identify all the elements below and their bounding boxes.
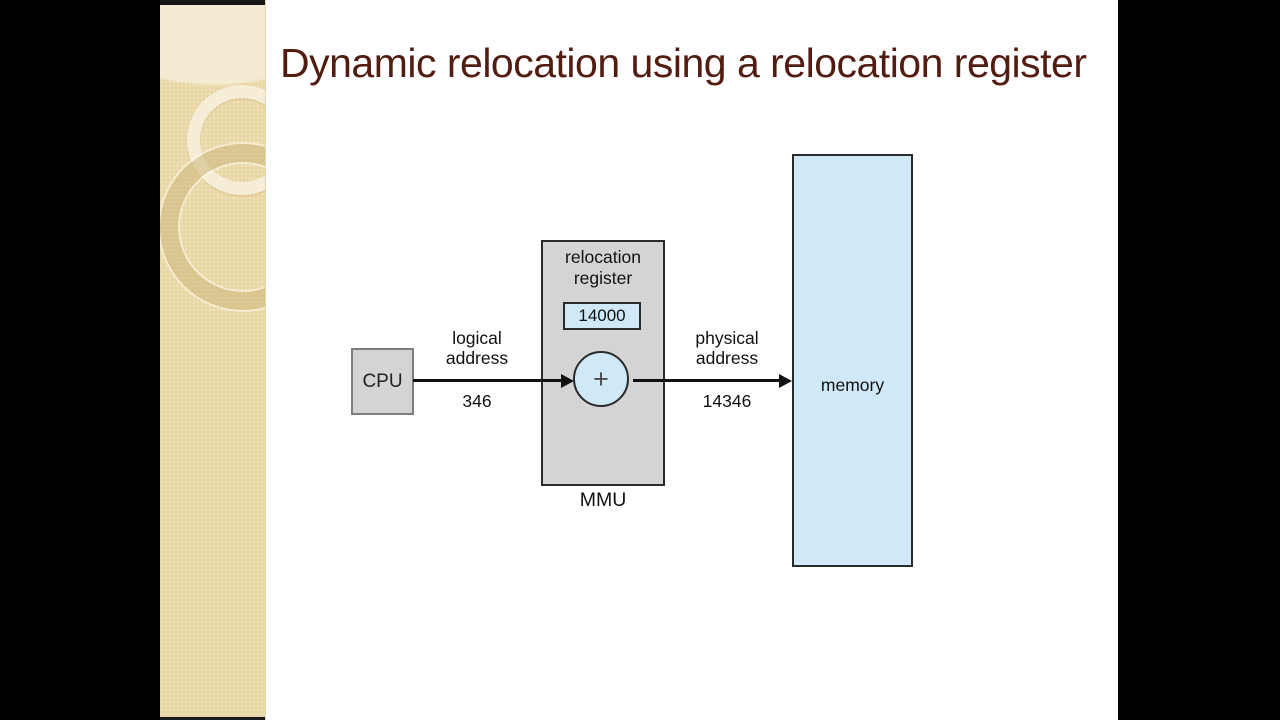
relocation-register-line2: register [573,268,633,288]
cpu-box: CPU [351,348,414,415]
slide: Dynamic relocation using a relocation re… [160,0,1118,720]
arrowhead-right-icon [779,374,792,388]
letterbox-bottom-edge [160,717,265,720]
adder-circle: + [573,351,629,407]
relocation-register-line1: relocation [565,247,641,267]
relocation-register-value-box: 14000 [563,302,641,330]
memory-label: memory [820,375,885,395]
relocation-register-label: relocation register [541,247,665,289]
logical-address-label: logical address [412,328,542,368]
physical-address-label: physical address [662,328,792,368]
physical-address-value: 14346 [702,391,752,411]
relocation-register-value: 14000 [578,306,626,325]
physical-address-arrow [633,379,781,382]
letterbox-top-edge [160,0,265,5]
cpu-label: CPU [362,370,403,392]
arrowhead-right-icon [561,374,574,388]
logical-address-value: 346 [462,391,492,411]
logical-address-arrow [413,379,563,382]
mmu-caption: MMU [579,489,627,511]
physical-address-line1: physical [695,328,759,348]
relocation-diagram: CPU logical address 346 relocation regis… [160,0,1118,720]
decorative-sidebar [160,0,266,720]
logical-address-line2: address [445,348,509,368]
memory-box: memory [792,154,913,567]
slide-title: Dynamic relocation using a relocation re… [280,40,1087,86]
logical-address-line1: logical [452,328,502,348]
physical-address-line2: address [695,348,759,368]
plus-icon: + [593,363,609,394]
